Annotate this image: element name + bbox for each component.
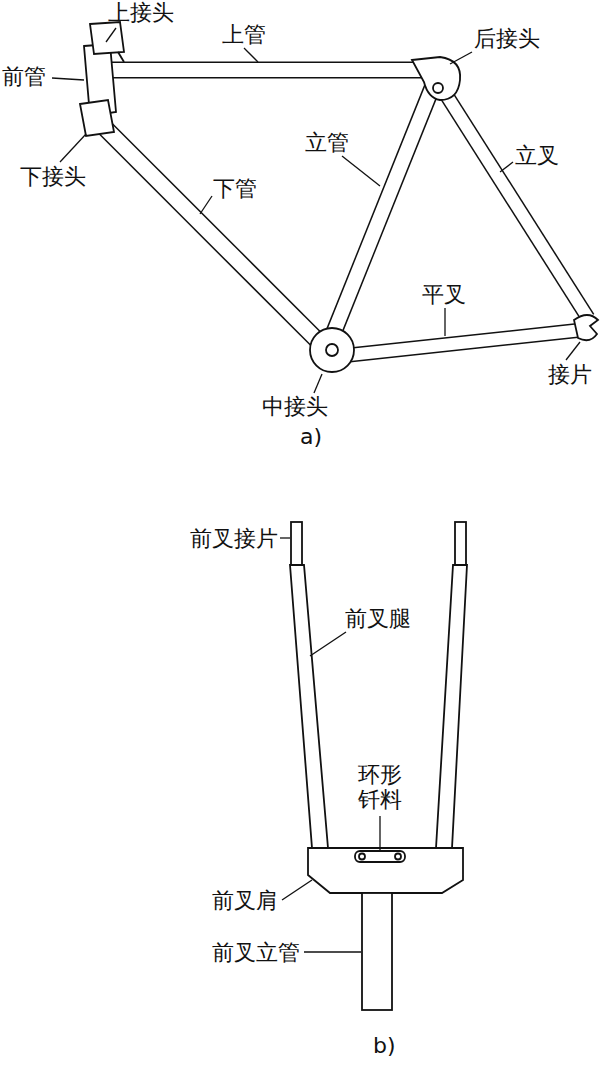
leader-line [314, 374, 322, 393]
part-label: 平叉 [422, 282, 466, 307]
bottom-bracket [310, 328, 354, 372]
bottom-bracket-hole [326, 344, 338, 356]
fork-tab-left [291, 522, 302, 565]
part-label: 接片 [548, 362, 592, 387]
bottom-lug [80, 100, 114, 136]
fork-leg-right [436, 565, 467, 848]
part-label: 前管 [2, 64, 46, 89]
part-label: 上管 [222, 22, 266, 47]
brazing-ring-dot [359, 854, 365, 860]
part-label: 前叉肩 [212, 888, 278, 913]
chain-stay [340, 330, 582, 356]
seat-tube-fill [330, 88, 432, 342]
part-label: 前叉接片 [190, 526, 278, 551]
fork-crown [308, 848, 463, 893]
leader-line [244, 48, 258, 62]
fork-tab-right [455, 522, 466, 565]
top-lug [90, 22, 124, 54]
leader-line [342, 156, 380, 186]
down-tube [95, 118, 322, 345]
part-label: 立管 [305, 130, 349, 155]
seat-tube [330, 88, 432, 342]
leader-line [444, 308, 445, 336]
part-label: 下接头 [20, 164, 86, 189]
part-label: 前叉腿 [345, 606, 411, 631]
frame-tubes [95, 70, 588, 356]
fork-leg-left [290, 565, 328, 848]
down-tube-fill [95, 118, 322, 345]
leader-line [304, 951, 361, 952]
steerer-tube [362, 893, 392, 1010]
part-label: 中接头 [262, 394, 328, 419]
leader-line [60, 134, 86, 162]
brazing-ring [355, 851, 405, 862]
leader-line [282, 880, 312, 900]
leader-line [106, 28, 116, 42]
leader-line [200, 196, 212, 214]
part-label: 立叉 [515, 143, 559, 168]
front-fork [290, 522, 467, 1010]
top-tube [110, 62, 425, 79]
leader-line [566, 342, 580, 360]
part-label: 前叉立管 [212, 940, 300, 965]
top-lug-edge [118, 52, 124, 62]
part-label: 环形 钎料 [356, 762, 404, 813]
dropout [574, 315, 598, 340]
chain-stay-fill [340, 330, 582, 356]
leader-line [379, 816, 380, 850]
leader-line [280, 537, 290, 538]
rear-lug-hole [433, 83, 443, 93]
top-tube-fill [110, 63, 425, 77]
part-label: 后接头 [474, 26, 540, 51]
leader-line [310, 632, 346, 656]
leader-line [450, 52, 472, 64]
figure-label: b) [373, 1033, 396, 1058]
leader-line [52, 78, 84, 80]
brazing-ring-dot [395, 854, 401, 860]
leader-lines [52, 28, 580, 952]
rear-lug [412, 57, 460, 100]
part-label: 下管 [213, 176, 257, 201]
frame-lugs [80, 22, 598, 372]
leader-line [500, 162, 513, 172]
figure-label: a) [300, 424, 322, 449]
part-label: 上接头 [108, 0, 174, 25]
